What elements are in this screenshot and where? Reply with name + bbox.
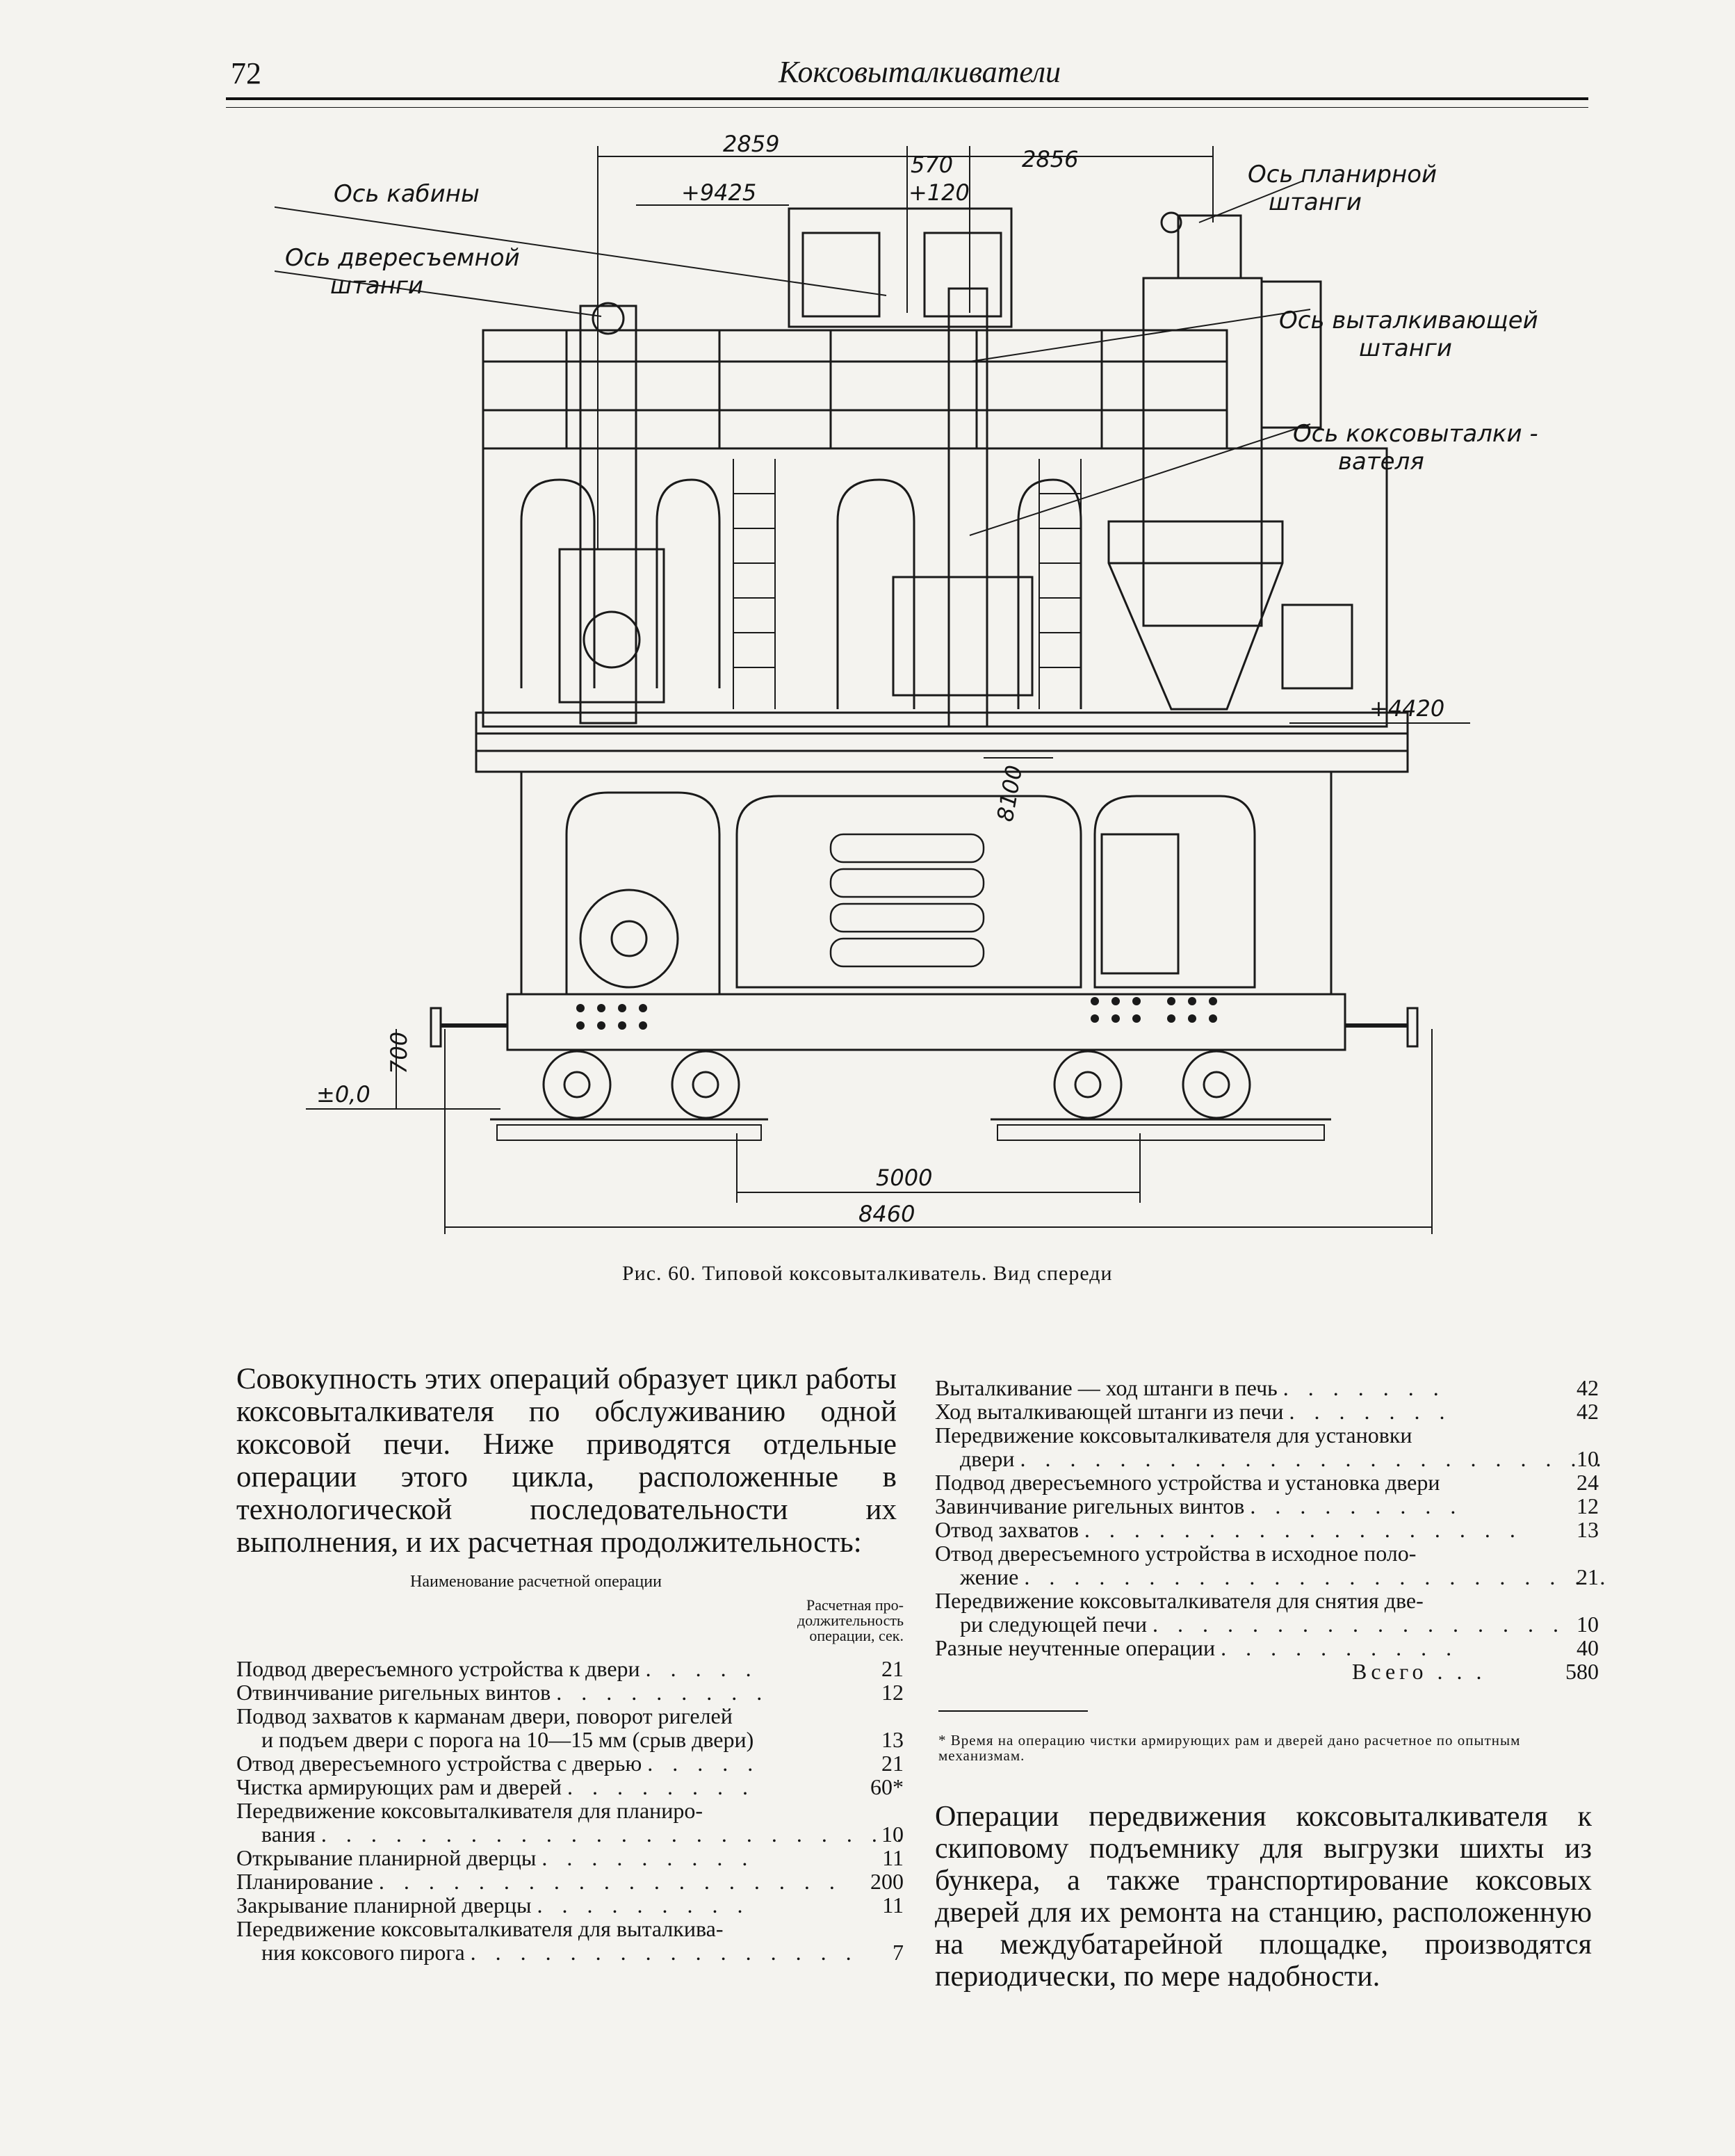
running-title: Коксовыталкиватели bbox=[779, 55, 1061, 89]
operation-value: 12 bbox=[1577, 1493, 1599, 1518]
hopper bbox=[1107, 520, 1284, 711]
operation-label: Чистка армирующих рам и дверей . . . . .… bbox=[236, 1774, 756, 1799]
list-item: Передвижение коксовыталкивателя для план… bbox=[236, 1799, 904, 1845]
dim-700: 700 bbox=[386, 1032, 412, 1074]
closing-paragraph: Операции передвижения коксовыталкивателя… bbox=[935, 1801, 1592, 1993]
operation-name-header: Наименование расчетной операции bbox=[410, 1573, 662, 1591]
operation-label: Подвод двересъемного устройства к двери … bbox=[236, 1656, 758, 1681]
operation-value: 7 bbox=[893, 1940, 904, 1965]
operation-value: 10 bbox=[881, 1822, 904, 1847]
operation-label: Передвижение коксовыталкивателя для план… bbox=[236, 1798, 703, 1823]
operation-value: 200 bbox=[870, 1869, 904, 1894]
operation-label-cont: вания . . . . . . . . . . . . . . . . . … bbox=[261, 1822, 909, 1847]
total-label: Всего . . . bbox=[1352, 1659, 1486, 1684]
operation-label: Открывание планирной дверцы . . . . . . … bbox=[236, 1845, 755, 1870]
list-item: Передвижение коксовыталкивателя для уста… bbox=[935, 1423, 1602, 1471]
dim-2856: 2856 bbox=[1022, 146, 1078, 172]
dim-120: +120 bbox=[909, 179, 970, 206]
operation-value: 10 bbox=[1577, 1612, 1599, 1637]
label-machine-axis-1: Ось коксовыталки - bbox=[1293, 420, 1538, 448]
lower-body bbox=[520, 770, 1333, 996]
operation-label: Подвод захватов к карманам двери, поворо… bbox=[236, 1703, 733, 1728]
control-cabin bbox=[735, 795, 1082, 989]
footnote-rule bbox=[938, 1710, 1088, 1712]
label-door-bar-axis-1: Ось двересъемной bbox=[285, 244, 520, 272]
middle-frame bbox=[482, 447, 1388, 728]
dim-2859: 2859 bbox=[723, 132, 779, 157]
operation-label: Планирование . . . . . . . . . . . . . .… bbox=[236, 1869, 842, 1894]
operation-value: 12 bbox=[881, 1680, 904, 1705]
duration-header-line-1: Расчетная про- bbox=[806, 1596, 904, 1614]
dim-8460: 8460 bbox=[858, 1201, 915, 1227]
footnote: * Время на операцию чистки армирующих ра… bbox=[938, 1732, 1521, 1764]
pusher-bar bbox=[947, 287, 988, 728]
operation-value: 21 bbox=[881, 1751, 904, 1776]
dim-5000: 5000 bbox=[876, 1165, 932, 1191]
operation-label: Передвижение коксовыталкивателя для выта… bbox=[236, 1916, 724, 1941]
operation-label: Отвод двересъемного устройства с дверью … bbox=[236, 1751, 760, 1776]
operation-value: 24 bbox=[1577, 1470, 1599, 1495]
list-item: Передвижение коксовыталкивателя для снят… bbox=[935, 1589, 1599, 1635]
duration-header-line-2: должительность bbox=[797, 1612, 904, 1629]
operations-list-left: Подвод двересъемного устройства к двери … bbox=[236, 1657, 904, 2075]
page-number: 72 bbox=[231, 56, 261, 90]
operation-value: 11 bbox=[882, 1845, 904, 1870]
intro-paragraph: Совокупность этих операций образует цикл… bbox=[236, 1363, 897, 1559]
operation-label-cont: и подъем двери с порога на 10—15 мм (сры… bbox=[261, 1727, 754, 1752]
operation-label: Закрывание планирной дверцы . . . . . . … bbox=[236, 1892, 750, 1918]
operation-value: 42 bbox=[1577, 1375, 1599, 1400]
elev-4420: +4420 bbox=[1369, 695, 1444, 722]
main-deck bbox=[475, 711, 1409, 773]
elev-0: ±0,0 bbox=[316, 1081, 370, 1108]
list-item: Отвод двересъемного устройства в исходно… bbox=[935, 1541, 1605, 1589]
operation-label: Передвижение коксовыталкивателя для уста… bbox=[935, 1423, 1412, 1448]
door-bar-column bbox=[579, 305, 637, 724]
cabin bbox=[788, 207, 1013, 328]
operation-value: 42 bbox=[1577, 1399, 1599, 1424]
operation-label: Разные неучтенные операции . . . . . . .… bbox=[935, 1635, 1459, 1660]
machine-drawing: Ось кабины Ось двересъемной штанги Ось п… bbox=[275, 132, 1538, 1234]
label-door-bar-axis-2: штанги bbox=[330, 272, 423, 300]
operation-label: Подвод двересъемного устройства и устано… bbox=[935, 1470, 1440, 1495]
operation-value: 40 bbox=[1577, 1635, 1599, 1660]
figure-caption: Рис. 60. Типовой коксовыталкиватель. Вид… bbox=[622, 1262, 1113, 1285]
list-item: Подвод захватов к карманам двери, поворо… bbox=[236, 1705, 904, 1751]
operation-label: Ход выталкивающей штанги из печи . . . .… bbox=[935, 1399, 1452, 1424]
operation-value: 60* bbox=[870, 1774, 904, 1799]
upper-railing bbox=[482, 329, 1228, 450]
operation-label: Отвинчивание ригельных винтов . . . . . … bbox=[236, 1680, 769, 1705]
operation-label-cont: двери . . . . . . . . . . . . . . . . . … bbox=[960, 1446, 1608, 1471]
wheels bbox=[542, 1050, 1251, 1119]
operation-value: 13 bbox=[1577, 1517, 1599, 1542]
operation-value: 11 bbox=[882, 1892, 904, 1918]
operation-label-cont: ри следующей печи . . . . . . . . . . . … bbox=[960, 1612, 1565, 1637]
label-cabin-axis: Ось кабины bbox=[334, 180, 480, 208]
label-push-axis-2: штанги bbox=[1359, 334, 1452, 362]
operation-label-cont: ния коксового пирога . . . . . . . . . .… bbox=[261, 1940, 858, 1965]
label-planir-axis-1: Ось планирной bbox=[1248, 161, 1437, 188]
label-push-axis-1: Ось выталкивающей bbox=[1279, 307, 1538, 334]
duration-header: Расчетная про- должительность операции, … bbox=[744, 1598, 904, 1644]
operation-value: 10 bbox=[1577, 1446, 1599, 1471]
header-rule bbox=[226, 97, 1588, 108]
operation-label: Отвод захватов . . . . . . . . . . . . .… bbox=[935, 1517, 1522, 1542]
operation-value: 21 bbox=[1577, 1564, 1599, 1589]
dim-570: 570 bbox=[911, 152, 953, 178]
duration-header-line-3: операции, сек. bbox=[809, 1627, 904, 1644]
operation-value: 13 bbox=[881, 1727, 904, 1752]
operation-label: Выталкивание — ход штанги в печь . . . .… bbox=[935, 1375, 1446, 1400]
label-machine-axis-2: вателя bbox=[1338, 448, 1424, 476]
total-value: 580 bbox=[1565, 1659, 1599, 1684]
label-planir-axis-2: штанги bbox=[1269, 188, 1362, 216]
operation-label: Завинчивание ригельных винтов . . . . . … bbox=[935, 1493, 1463, 1518]
operation-label: Передвижение коксовыталкивателя для снят… bbox=[935, 1588, 1424, 1613]
operation-label: Отвод двересъемного устройства в исходно… bbox=[935, 1541, 1417, 1566]
undercarriage bbox=[506, 993, 1346, 1051]
elev-9425: +9425 bbox=[681, 179, 756, 206]
operation-value: 21 bbox=[881, 1656, 904, 1681]
operations-list-right: Выталкивание — ход штанги в печь . . . .… bbox=[935, 1375, 1605, 1696]
operation-label-cont: жение . . . . . . . . . . . . . . . . . … bbox=[960, 1564, 1613, 1589]
list-item: Передвижение коксовыталкивателя для выта… bbox=[236, 1918, 904, 1963]
